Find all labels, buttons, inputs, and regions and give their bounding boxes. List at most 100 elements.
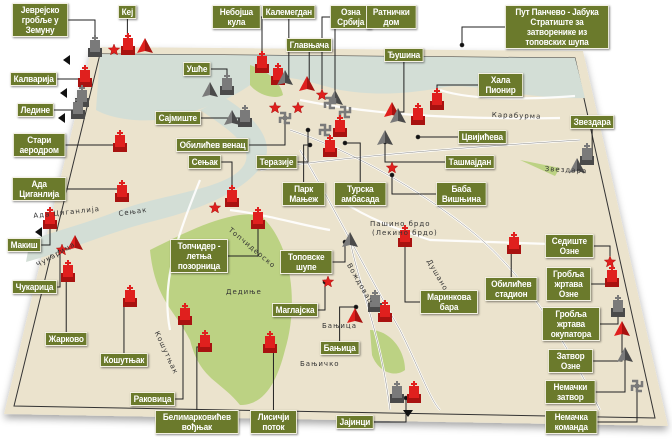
leader-line bbox=[404, 240, 420, 303]
map-place-name: Пашино брдо bbox=[370, 220, 431, 228]
gray-swastika-icon bbox=[630, 379, 644, 393]
gray-pyramid-icon bbox=[202, 82, 218, 97]
leader-line bbox=[391, 175, 436, 195]
red-tombstone-icon bbox=[507, 232, 521, 254]
gray-swastika-icon bbox=[323, 96, 337, 110]
map-place-name: Бањичко bbox=[300, 360, 340, 368]
place-label: Турска амбасада bbox=[334, 182, 387, 206]
red-pyramid-icon bbox=[137, 38, 153, 53]
place-label: Главњача bbox=[286, 38, 333, 52]
arrow-left-icon bbox=[35, 227, 42, 237]
map-place-name: Бањица bbox=[322, 322, 357, 330]
red-star-icon bbox=[55, 243, 69, 256]
place-label: Обилићев венац bbox=[176, 138, 250, 152]
red-tombstone-icon bbox=[113, 130, 127, 152]
place-label: Топовске шупе bbox=[280, 250, 333, 274]
place-label: Небојша кула bbox=[212, 5, 261, 29]
red-tombstone-icon bbox=[407, 381, 421, 403]
place-label: Гробља жртава окупатора bbox=[542, 307, 600, 341]
red-star-icon bbox=[208, 201, 222, 214]
leader-line bbox=[318, 282, 326, 311]
leader-line bbox=[345, 142, 361, 182]
leader-dot bbox=[389, 172, 395, 178]
place-label: Пут Панчево - Јабука Стратиште за затвор… bbox=[505, 5, 609, 49]
red-pyramid-icon bbox=[614, 321, 630, 336]
place-label: Гробља жртава Озне bbox=[546, 267, 592, 301]
place-label: Калемегдан bbox=[262, 5, 316, 19]
gray-pyramid-icon bbox=[277, 70, 293, 85]
gray-tombstone-icon bbox=[611, 295, 625, 317]
red-tombstone-icon bbox=[333, 115, 347, 137]
place-label: Макиш bbox=[7, 238, 42, 252]
red-tombstone-icon bbox=[198, 330, 212, 352]
place-label: Јајинци bbox=[336, 415, 374, 429]
leader-line bbox=[57, 250, 61, 288]
place-label: Маглајска bbox=[272, 303, 319, 317]
arrow-left-icon bbox=[60, 88, 67, 98]
red-star-icon bbox=[268, 101, 282, 114]
place-label: Бањица bbox=[320, 341, 360, 355]
place-label: Раковица bbox=[130, 392, 175, 406]
leader-line bbox=[174, 320, 184, 400]
red-star-icon bbox=[107, 43, 121, 56]
gray-pyramid-icon bbox=[377, 130, 393, 145]
edge-arrows bbox=[35, 55, 413, 417]
place-label: Ледине bbox=[17, 103, 54, 117]
gray-tombstone-icon bbox=[368, 290, 382, 312]
arrow-down-icon bbox=[403, 410, 413, 417]
place-label: Немачки затвор bbox=[545, 380, 596, 404]
red-tombstone-icon bbox=[121, 33, 135, 55]
leader-line bbox=[297, 130, 309, 163]
map-place-name: Дедиње bbox=[226, 288, 262, 296]
place-label: Звездара bbox=[570, 115, 615, 129]
red-tombstone-icon bbox=[605, 265, 619, 287]
park-zvezdara bbox=[520, 160, 560, 176]
leader-line bbox=[595, 358, 626, 393]
danube-river bbox=[96, 54, 585, 121]
park-banjica bbox=[370, 330, 405, 374]
place-label: Сајмиште bbox=[155, 111, 201, 125]
red-tombstone-icon bbox=[430, 88, 444, 110]
place-label: Ратнички дом bbox=[366, 5, 417, 29]
gray-pyramid-icon bbox=[224, 110, 240, 125]
leader-dot bbox=[305, 127, 311, 133]
red-tombstone-icon bbox=[178, 303, 192, 325]
leader-line bbox=[384, 142, 445, 163]
leader-dot bbox=[353, 304, 359, 310]
leader-line bbox=[227, 222, 259, 257]
map-place-name: Карабурма bbox=[491, 111, 542, 121]
place-label: Кошутњак bbox=[100, 353, 148, 367]
gray-tombstone-icon bbox=[580, 143, 594, 165]
place-label: Хала Пионир bbox=[478, 73, 524, 97]
leader-line bbox=[339, 306, 356, 341]
red-tombstone-icon bbox=[43, 207, 57, 229]
red-pyramid-icon bbox=[67, 235, 83, 250]
red-tombstone-icon bbox=[398, 225, 412, 247]
gray-tombstone-icon bbox=[238, 105, 252, 127]
red-star-icon bbox=[291, 101, 305, 114]
red-tombstone-icon bbox=[251, 207, 265, 229]
place-label: Ушће bbox=[183, 62, 212, 76]
red-tombstone-icon bbox=[263, 331, 277, 353]
place-label: Цвијићева bbox=[458, 130, 507, 144]
leader-line bbox=[597, 386, 638, 423]
gray-swastika-icon bbox=[278, 111, 292, 125]
place-label: Жарково bbox=[45, 332, 88, 346]
place-label: Затвор Озне bbox=[548, 349, 594, 373]
place-label: Чукарица bbox=[12, 280, 58, 294]
gray-tombstone-icon bbox=[390, 381, 404, 403]
place-label: Маринкова бара bbox=[420, 290, 478, 314]
leader-line bbox=[332, 242, 346, 263]
gray-swastika-icon bbox=[318, 123, 332, 137]
arrow-left-icon bbox=[63, 55, 70, 65]
leader-line bbox=[593, 331, 623, 362]
place-label: Озна Србија bbox=[330, 5, 372, 29]
red-tombstone-icon bbox=[323, 135, 337, 157]
leader-dot bbox=[342, 140, 348, 146]
red-tombstone-icon bbox=[225, 185, 239, 207]
place-label: Лисичји поток bbox=[250, 410, 297, 434]
red-tombstone-icon bbox=[123, 285, 137, 307]
gray-swastika-icon bbox=[338, 105, 352, 119]
leader-line bbox=[41, 222, 51, 246]
